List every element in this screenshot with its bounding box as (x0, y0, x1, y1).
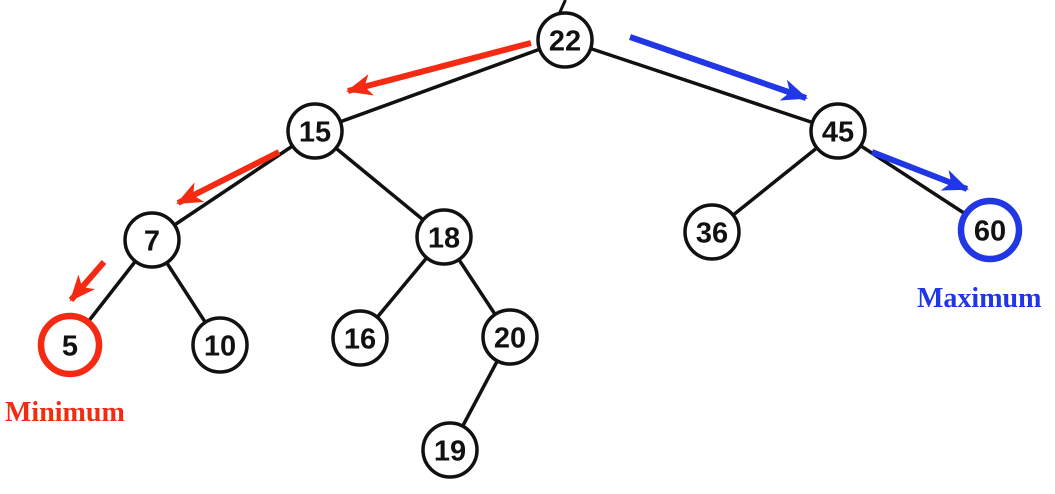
min-path-arrow-22-15 (346, 40, 532, 96)
tree-node-16: 16 (331, 309, 389, 367)
node-value-5: 5 (62, 330, 78, 362)
node-value-7: 7 (144, 225, 160, 257)
tree-node-5: 5 (37, 312, 103, 378)
node-value-22: 22 (549, 25, 581, 57)
tree-edge-22-45 (564, 38, 839, 133)
node-circle (683, 203, 741, 261)
node-circle (809, 102, 867, 160)
tree-node-36: 36 (683, 203, 741, 261)
node-value-45: 45 (822, 116, 854, 148)
node-value-16: 16 (344, 323, 376, 355)
tree-edge-22-15 (314, 38, 566, 133)
node-circle (415, 208, 473, 266)
tree-edge-15-7 (151, 129, 316, 242)
node-circle (286, 102, 344, 160)
node-value-19: 19 (434, 435, 466, 467)
node-circle (191, 316, 249, 374)
max-path-arrow-22-45 (629, 34, 808, 101)
tree-node-10: 10 (191, 316, 249, 374)
root-pointer-tick (558, 0, 567, 14)
maximum-label: Maximum (917, 283, 1041, 314)
node-circle (481, 308, 539, 366)
tree-node-45: 45 (809, 102, 867, 160)
minimum-label: Minimum (5, 397, 125, 428)
node-value-10: 10 (204, 330, 236, 362)
tree-node-7: 7 (123, 211, 181, 269)
minimum-highlight-ring (37, 312, 103, 378)
tree-node-19: 19 (421, 421, 479, 479)
node-circle (123, 211, 181, 269)
tree-node-20: 20 (481, 308, 539, 366)
tree-node-15: 15 (286, 102, 344, 160)
node-circle (536, 11, 594, 69)
tree-node-18: 18 (415, 208, 473, 266)
maximum-highlight-ring (957, 197, 1023, 263)
tree-node-60: 60 (957, 197, 1023, 263)
min-path-arrow-15-7 (176, 149, 281, 206)
tree-node-22: 22 (536, 11, 594, 69)
node-value-36: 36 (696, 217, 728, 249)
node-value-18: 18 (428, 222, 460, 254)
node-circle (421, 421, 479, 479)
node-value-60: 60 (974, 215, 1006, 247)
min-path-arrow-7-5 (68, 260, 107, 302)
node-value-15: 15 (299, 116, 331, 148)
node-circle (331, 309, 389, 367)
node-value-20: 20 (494, 322, 526, 354)
max-path-arrow-45-60 (870, 149, 969, 192)
